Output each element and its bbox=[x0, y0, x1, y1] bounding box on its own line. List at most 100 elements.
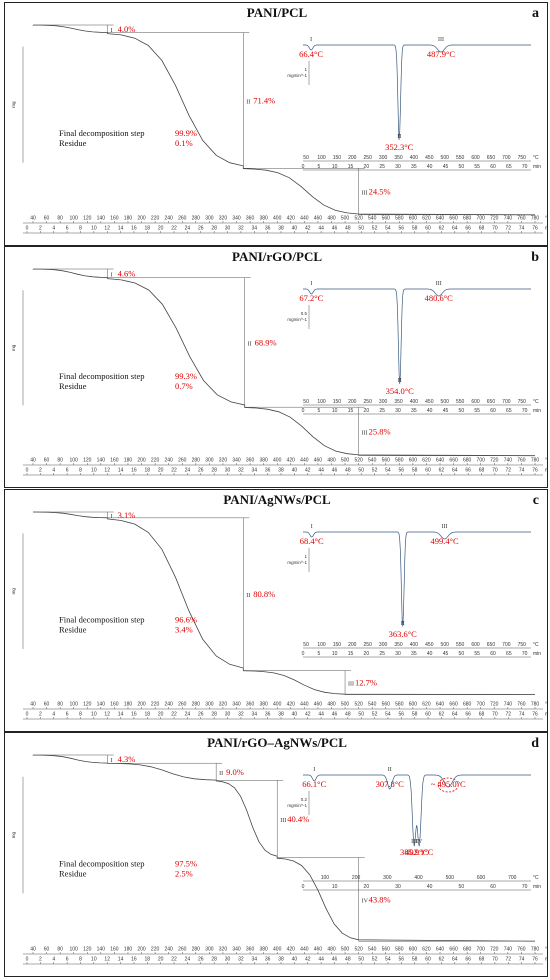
tg-curve bbox=[32, 24, 536, 216]
inset-time-tick-label: 40 bbox=[427, 408, 433, 414]
inset-time-tick-label: 35 bbox=[411, 164, 417, 170]
temperature-tick-label: 100 bbox=[70, 702, 79, 708]
time-tick-label: 70 bbox=[492, 712, 498, 718]
dtg-peak-label: 363.6°C bbox=[389, 629, 418, 639]
temperature-tick-label: 60 bbox=[44, 216, 50, 222]
time-tick-label: 32 bbox=[238, 712, 244, 718]
inset-time-tick-label: 15 bbox=[348, 651, 354, 657]
temperature-tick-label: 280 bbox=[192, 947, 201, 953]
inset-temperature-tick-label: 400 bbox=[410, 642, 419, 648]
temperature-tick-label: 660 bbox=[449, 458, 458, 464]
time-tick-label: 16 bbox=[131, 226, 137, 232]
inset-temperature-tick-label: 450 bbox=[425, 155, 434, 161]
time-tick-label: 56 bbox=[399, 468, 405, 474]
temperature-tick-label: 480 bbox=[327, 702, 336, 708]
temperature-tick-label: 640 bbox=[436, 216, 445, 222]
temperature-tick-label: 700 bbox=[477, 947, 486, 953]
step-mass-loss: 4.3% bbox=[118, 754, 136, 764]
inset-temperature-tick-label: 500 bbox=[446, 875, 455, 881]
temperature-tick-label: 320 bbox=[219, 458, 228, 464]
inset-time-tick-label: 45 bbox=[443, 408, 449, 414]
time-tick-label: 18 bbox=[145, 468, 151, 474]
temperature-tick-label: 480 bbox=[327, 458, 336, 464]
inset-temperature-tick-label: 700 bbox=[508, 875, 517, 881]
temperature-tick-label: 520 bbox=[354, 702, 363, 708]
dtg-scale-unit: mgmin^-1 bbox=[287, 560, 307, 565]
inset-time-tick-label: 60 bbox=[490, 651, 496, 657]
inset-temperature-tick-label: 650 bbox=[487, 399, 496, 405]
inset-time-tick-label: 55 bbox=[474, 408, 480, 414]
inset-time-tick-label: 25 bbox=[379, 164, 385, 170]
temperature-tick-label: 680 bbox=[463, 702, 472, 708]
inset-time-tick-label: 35 bbox=[411, 408, 417, 414]
time-tick-label: 44 bbox=[318, 957, 324, 963]
inset-time-tick-label: 10 bbox=[332, 164, 338, 170]
temperature-tick-label: 780 bbox=[531, 458, 540, 464]
time-tick-label: 8 bbox=[79, 712, 82, 718]
dtg-curve bbox=[303, 774, 531, 847]
time-tick-label: 68 bbox=[479, 226, 485, 232]
inset-temperature-tick-label: 350 bbox=[394, 155, 403, 161]
dtg-peak-label: 307.8°C bbox=[376, 779, 405, 789]
time-tick-label: 16 bbox=[131, 468, 137, 474]
temperature-tick-label: 60 bbox=[44, 947, 50, 953]
temperature-tick-label: 240 bbox=[165, 216, 174, 222]
time-tick-label: 32 bbox=[238, 226, 244, 232]
temperature-tick-label: 380 bbox=[259, 216, 268, 222]
temperature-tick-label: 400 bbox=[273, 947, 282, 953]
final-step-value: 99.3% bbox=[175, 371, 197, 381]
temperature-tick-label: 400 bbox=[273, 458, 282, 464]
time-tick-label: 22 bbox=[171, 468, 177, 474]
time-tick-label: 40 bbox=[292, 712, 298, 718]
step-mass-loss: 9.0% bbox=[226, 767, 244, 777]
inset-time-unit: min bbox=[533, 651, 541, 657]
temperature-tick-label: 620 bbox=[422, 216, 431, 222]
inset-time-tick-label: 65 bbox=[506, 164, 512, 170]
inset-time-tick-label: 60 bbox=[490, 164, 496, 170]
dtg-curve bbox=[303, 531, 531, 627]
time-unit: min bbox=[545, 957, 547, 963]
inset-time-tick-label: 10 bbox=[332, 651, 338, 657]
inset-temperature-tick-label: 200 bbox=[348, 155, 357, 161]
inset-temperature-tick-label: 250 bbox=[364, 642, 373, 648]
inset-temperature-tick-label: 250 bbox=[364, 399, 373, 405]
temperature-tick-label: 260 bbox=[178, 216, 187, 222]
time-tick-label: 60 bbox=[425, 712, 431, 718]
temperature-tick-label: 240 bbox=[165, 947, 174, 953]
temperature-tick-label: 80 bbox=[57, 702, 63, 708]
time-tick-label: 38 bbox=[278, 957, 284, 963]
dtg-scale-unit: mgmin^-1 bbox=[287, 803, 307, 808]
temperature-tick-label: 480 bbox=[327, 216, 336, 222]
temperature-tick-label: 720 bbox=[490, 947, 499, 953]
temperature-tick-label: 40 bbox=[30, 702, 36, 708]
inset-temperature-tick-label: 650 bbox=[487, 155, 496, 161]
time-tick-label: 38 bbox=[278, 712, 284, 718]
time-tick-label: 62 bbox=[439, 468, 445, 474]
inset-temperature-tick-label: 700 bbox=[502, 155, 511, 161]
temperature-tick-label: 640 bbox=[436, 947, 445, 953]
inset-time-tick-label: 0 bbox=[302, 651, 305, 657]
residue-label: Residue bbox=[59, 381, 87, 391]
dtg-peak-label: 402.1°C bbox=[405, 847, 434, 857]
chart-title: PANI/PCL bbox=[247, 5, 308, 20]
temperature-tick-label: 360 bbox=[246, 216, 255, 222]
time-tick-label: 72 bbox=[505, 226, 511, 232]
time-tick-label: 68 bbox=[479, 957, 485, 963]
inset-time-tick-label: 20 bbox=[364, 884, 370, 890]
time-tick-label: 32 bbox=[238, 957, 244, 963]
time-tick-label: 28 bbox=[211, 226, 217, 232]
time-tick-label: 2 bbox=[39, 712, 42, 718]
inset-temperature-tick-label: 500 bbox=[441, 642, 450, 648]
inset-temperature-tick-label: 200 bbox=[348, 399, 357, 405]
time-tick-label: 4 bbox=[52, 468, 55, 474]
time-tick-label: 42 bbox=[305, 712, 311, 718]
temperature-tick-label: 140 bbox=[97, 458, 106, 464]
inset-time-tick-label: 60 bbox=[490, 884, 496, 890]
temperature-tick-label: 600 bbox=[409, 458, 418, 464]
time-tick-label: 66 bbox=[465, 957, 471, 963]
dtg-curve bbox=[303, 44, 531, 140]
temperature-tick-label: 580 bbox=[395, 947, 404, 953]
temperature-tick-label: 220 bbox=[151, 702, 160, 708]
time-tick-label: 48 bbox=[345, 468, 351, 474]
